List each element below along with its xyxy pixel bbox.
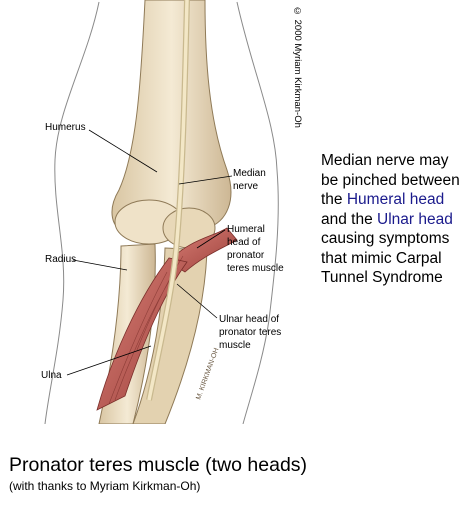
side-note-highlight-ulnar: Ulnar head: [377, 210, 453, 228]
leader-radius: [72, 259, 128, 271]
label-humeral-head-2: head of: [227, 237, 261, 248]
label-median-nerve-1: Median: [233, 168, 266, 179]
humerus-bone: [111, 0, 232, 233]
elbow-anatomy-drawing: Humerus Median nerve Humeral head of pro…: [41, 0, 284, 425]
label-median-nerve-2: nerve: [233, 181, 258, 192]
artist-signature: M. KIRKMAN-OH: [195, 347, 220, 401]
side-note-highlight-humeral: Humeral head: [346, 191, 445, 208]
arm-outline-left: [44, 1, 100, 425]
median-nerve-core: [147, 0, 189, 401]
label-ulnar-head-3: muscle: [219, 340, 251, 351]
copyright-notice: © 2000 Myriam Kirkman-Oh: [292, 6, 303, 128]
anatomy-illustration: Humerus Median nerve Humeral head of pro…: [37, 0, 301, 425]
caption-title: Pronator teres muscle (two heads): [9, 454, 308, 476]
side-note-text-3: causing symptoms that mimic Carpal Tunne…: [321, 230, 450, 286]
label-ulnar-head-1: Ulnar head of: [219, 314, 279, 325]
leader-ulna: [66, 345, 152, 376]
label-ulna: Ulna: [41, 370, 62, 381]
caption-subtitle: (with thanks to Myriam Kirkman-Oh): [9, 479, 201, 493]
side-note-text-2: and the: [321, 210, 378, 228]
side-note-text-1: Median nerve may be pinched between the: [321, 152, 460, 208]
label-ulnar-head-2: pronator teres: [219, 327, 281, 338]
label-humeral-head-1: Humeral: [227, 224, 265, 235]
leader-humeral-head: [196, 229, 226, 249]
label-humeral-head-3: pronator: [227, 250, 265, 261]
leader-humerus: [88, 129, 158, 173]
leader-median-nerve: [178, 175, 233, 185]
arm-outline-right: [236, 1, 279, 425]
label-humeral-head-4: teres muscle: [227, 263, 284, 274]
leader-ulnar-head: [176, 283, 218, 319]
label-radius: Radius: [45, 254, 76, 265]
side-note: Median nerve may be pinched between the …: [321, 151, 469, 288]
label-humerus: Humerus: [45, 122, 86, 133]
